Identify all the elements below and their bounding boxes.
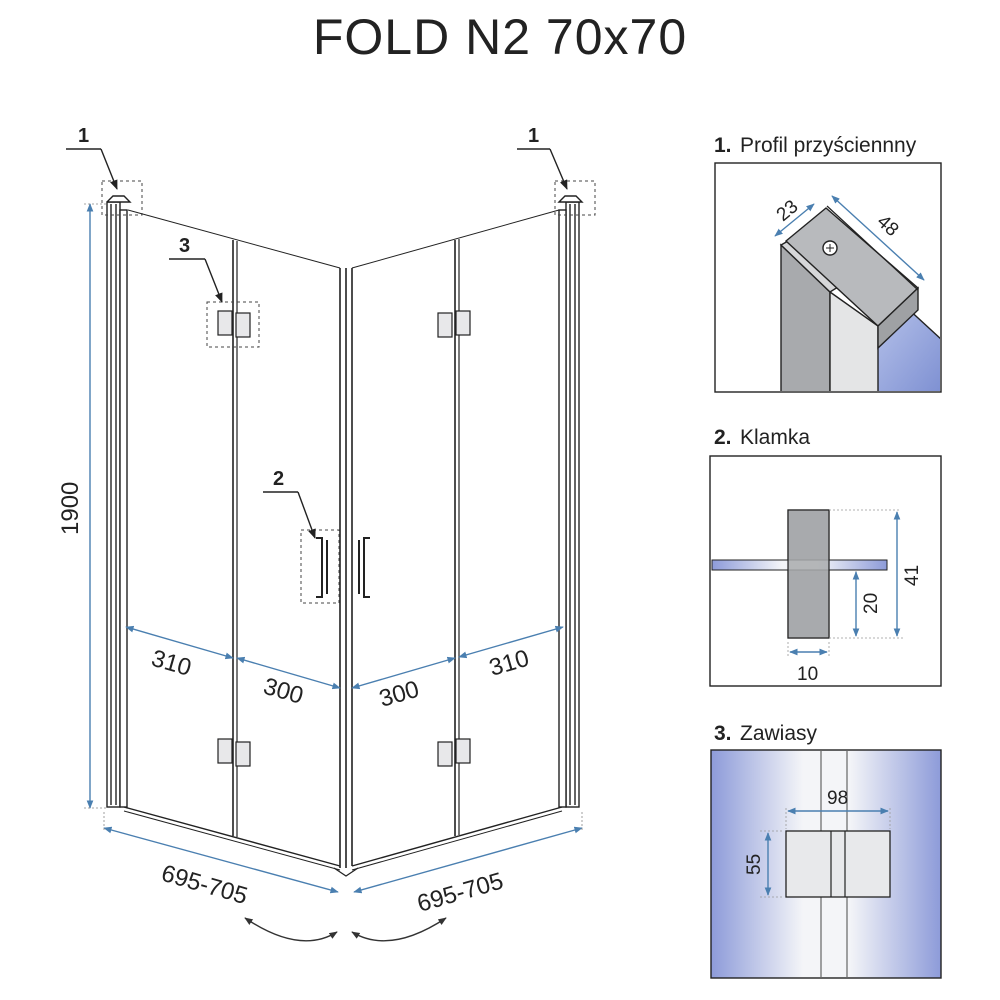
right-panel-inner-dimension: 300 <box>376 676 422 713</box>
callout-boxes <box>101 180 596 604</box>
handle-height-dim: 41 <box>902 565 923 586</box>
left-wall-profile <box>106 195 132 808</box>
callout-3: 3 <box>179 235 190 257</box>
left-panel-inner-dimension: 300 <box>260 673 306 710</box>
enclosure-drawing <box>106 195 584 877</box>
right-wall-profile <box>557 195 584 808</box>
enclosure-hinges <box>217 310 471 767</box>
detail-3-hinges: 98 55 <box>710 749 942 979</box>
detail-2-title: Klamka <box>740 426 810 449</box>
left-width-dimension: 695-705 <box>158 860 250 910</box>
product-title: FOLD N2 70x70 <box>312 9 688 65</box>
detail-2-number: 2. <box>714 426 732 449</box>
callout-1-right: 1 <box>528 125 539 147</box>
extension-lines <box>84 203 583 832</box>
detail-1-number: 1. <box>714 134 732 157</box>
detail-1-profile: 23 48 <box>714 162 942 393</box>
adjustment-arrows <box>244 917 447 942</box>
detail-2-handle: 41 20 10 <box>709 455 942 687</box>
hinge-height-dim: 55 <box>744 854 765 875</box>
dimension-lines <box>86 203 583 894</box>
hinge-width-dim: 98 <box>827 788 848 809</box>
detail-3-number: 3. <box>714 722 732 745</box>
right-panel-outer-dimension: 310 <box>486 645 532 682</box>
callout-1-left: 1 <box>78 125 89 147</box>
callout-2: 2 <box>273 468 284 490</box>
height-dimension: 1900 <box>57 482 84 535</box>
left-panel-outer-dimension: 310 <box>148 645 194 682</box>
enclosure-handles <box>316 537 370 598</box>
handle-offset-dim: 20 <box>861 593 882 614</box>
detail-1-title: Profil przyściennny <box>740 134 917 157</box>
detail-3-title: Zawiasy <box>740 722 818 745</box>
right-width-dimension: 695-705 <box>414 868 506 918</box>
handle-width-dim: 10 <box>797 664 818 685</box>
callout-leaders <box>66 148 568 539</box>
